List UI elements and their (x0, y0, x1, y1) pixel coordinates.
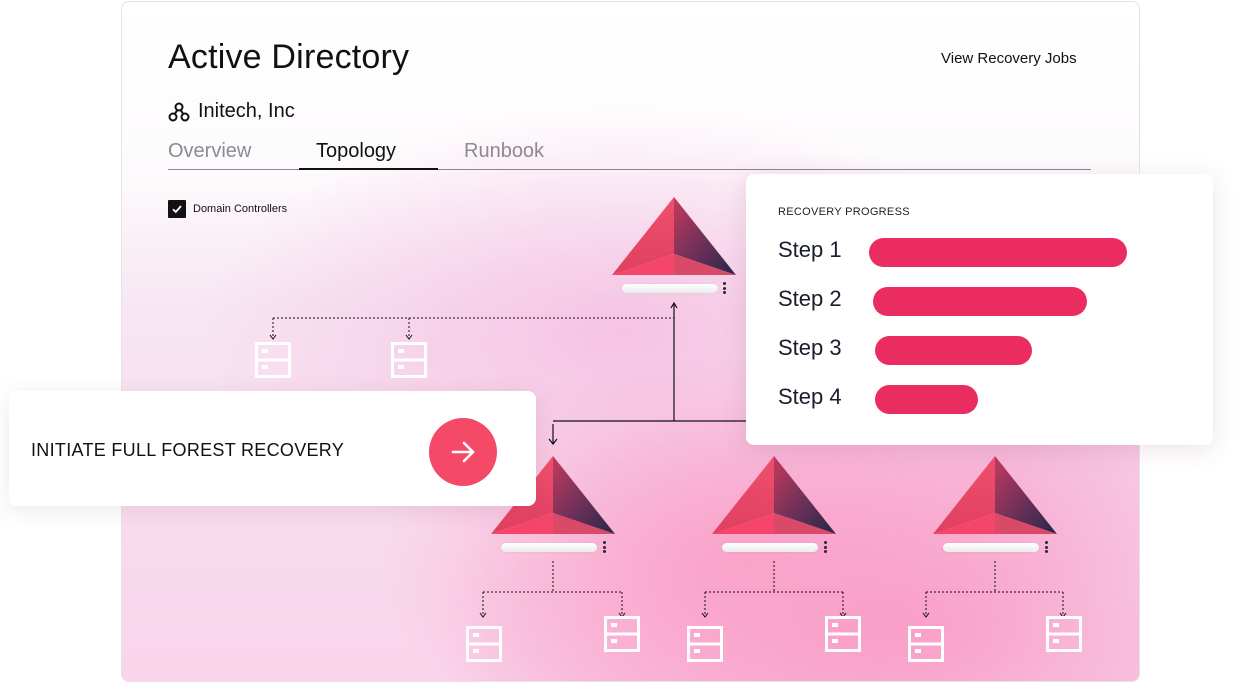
network-nodes-icon (168, 102, 190, 121)
view-recovery-jobs-link[interactable]: View Recovery Jobs (941, 50, 1077, 67)
step-2-label: Step 2 (778, 286, 842, 311)
domain-controllers-label: Domain Controllers (193, 203, 288, 215)
step-2-progress-bar (873, 287, 1087, 316)
step-3-label: Step 3 (778, 335, 842, 360)
child-node-menu-icon[interactable] (1045, 541, 1048, 553)
active-tab-indicator (299, 168, 438, 170)
child-node-menu-icon[interactable] (603, 541, 606, 553)
child-node-label (722, 543, 818, 552)
step-1-label: Step 1 (778, 237, 842, 262)
organization-name: Initech, Inc (198, 100, 295, 122)
step-4-progress-bar (875, 385, 978, 414)
tab-overview[interactable]: Overview (168, 140, 252, 162)
step-3-progress-bar (875, 336, 1032, 365)
child-node-label (943, 543, 1039, 552)
child-node-label (501, 543, 597, 552)
recovery-progress-card: RECOVERY PROGRESS Step 1 Step 2 Step 3 S… (746, 174, 1213, 445)
organization: Initech, Inc (168, 100, 295, 123)
initiate-recovery-card[interactable]: INITIATE FULL FOREST RECOVERY (9, 391, 536, 506)
tab-runbook[interactable]: Runbook (464, 140, 545, 162)
tab-bar: Overview Topology Runbook (168, 140, 1091, 170)
initiate-recovery-label: INITIATE FULL FOREST RECOVERY (31, 440, 345, 460)
tab-topology[interactable]: Topology (316, 140, 397, 162)
domain-controllers-filter[interactable]: Domain Controllers (168, 200, 287, 218)
recovery-progress-title: RECOVERY PROGRESS (778, 206, 910, 218)
step-1-progress-bar (869, 238, 1127, 267)
page-title: Active Directory (168, 38, 410, 76)
root-node-menu-icon[interactable] (723, 282, 726, 294)
root-node-label (622, 284, 718, 293)
initiate-recovery-button[interactable] (429, 418, 497, 486)
arrow-right-icon (451, 441, 475, 463)
checkmark-icon (172, 205, 182, 214)
step-4-label: Step 4 (778, 384, 842, 409)
child-node-menu-icon[interactable] (824, 541, 827, 553)
domain-controllers-checkbox[interactable] (168, 200, 186, 218)
